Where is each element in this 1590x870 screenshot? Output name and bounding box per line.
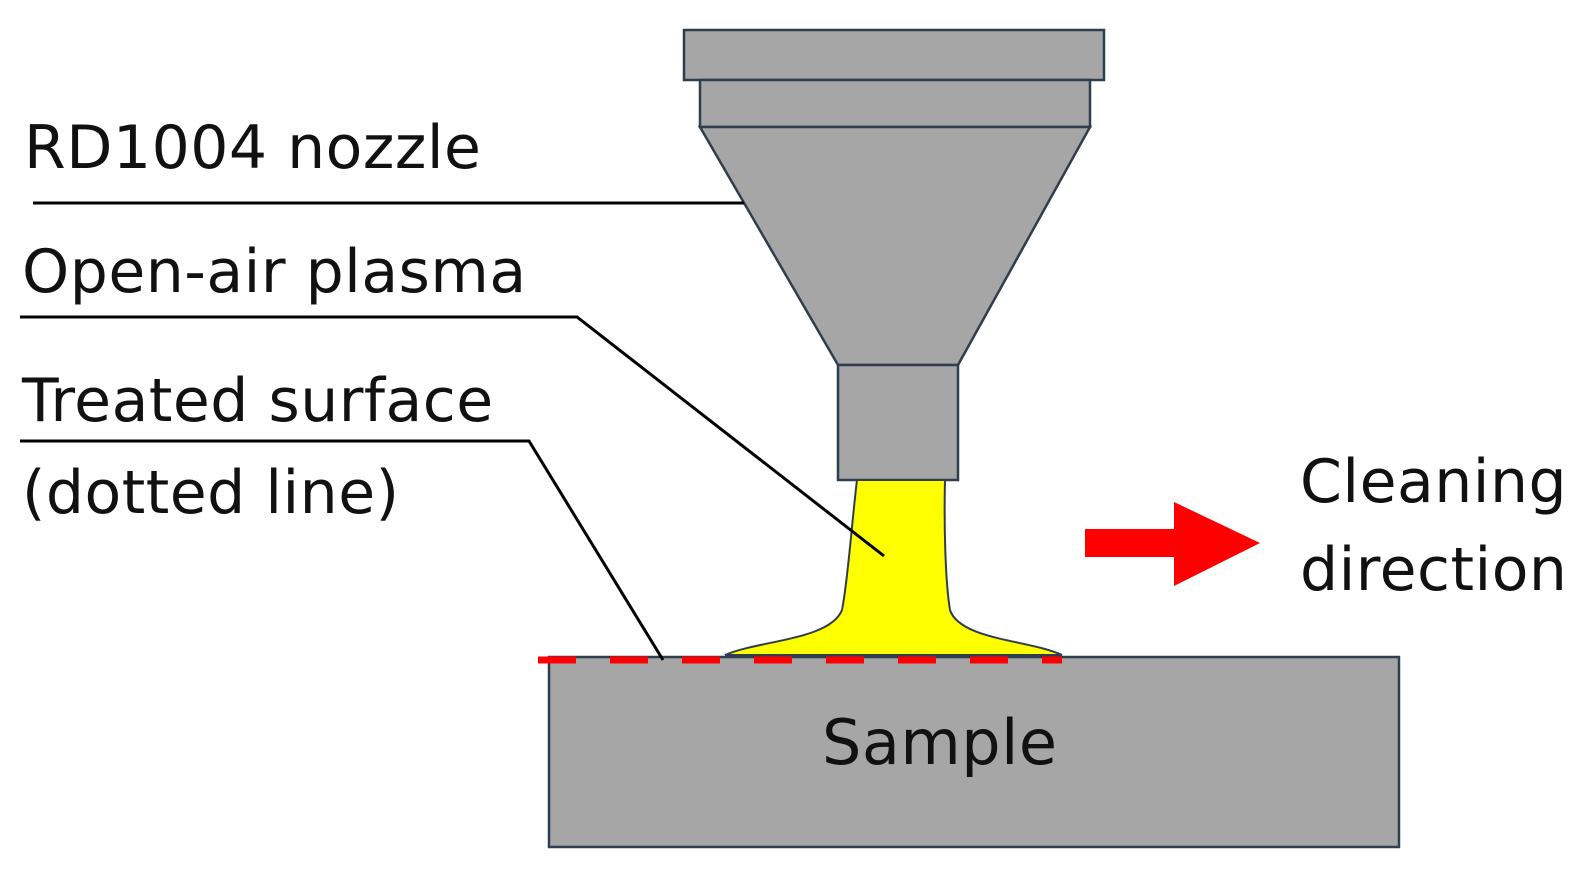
sample-block xyxy=(547,655,1401,849)
sample-label: Sample xyxy=(822,706,1058,779)
plasma-plume xyxy=(724,479,1063,656)
nozzle-top-cap xyxy=(682,28,1106,82)
treated-surface-note-label: (dotted line) xyxy=(22,458,400,528)
direction-label: direction xyxy=(1300,535,1568,605)
nozzle-label: RD1004 nozzle xyxy=(24,113,482,183)
cleaning-direction-arrow xyxy=(1085,502,1260,586)
plasma-label: Open-air plasma xyxy=(22,237,527,307)
nozzle-ring xyxy=(698,78,1092,129)
treated-surface-label: Treated surface xyxy=(22,366,494,436)
cleaning-label: Cleaning xyxy=(1300,447,1568,517)
nozzle-tip xyxy=(836,363,960,482)
leader-line-treated-surface xyxy=(20,439,665,661)
leader-line-plasma xyxy=(20,315,885,558)
nozzle-cone xyxy=(697,125,1093,367)
